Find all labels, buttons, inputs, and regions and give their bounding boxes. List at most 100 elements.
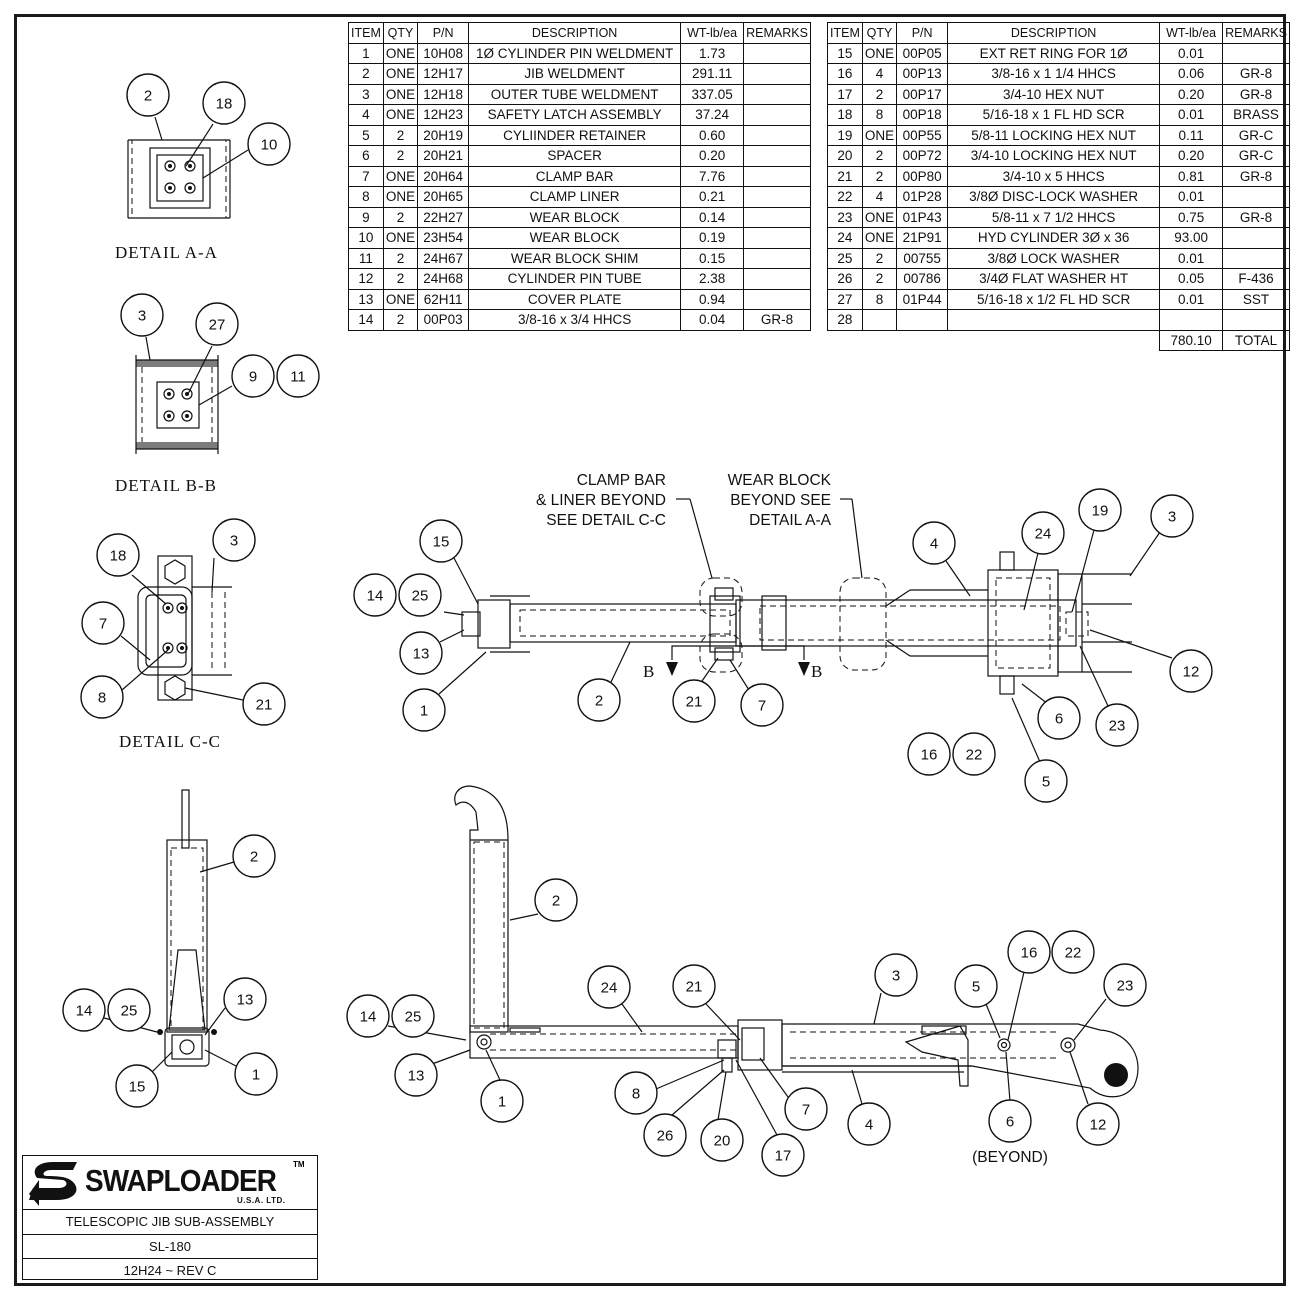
note-wear-block-line3: DETAIL A-A xyxy=(749,512,831,529)
balloon-circle xyxy=(96,533,140,577)
cell-description: SAFETY LATCH ASSEMBLY xyxy=(468,104,682,126)
balloon-circle xyxy=(1021,511,1065,555)
balloon-circle xyxy=(907,732,951,776)
balloon-number: 27 xyxy=(209,317,226,334)
note-beyond: (BEYOND) xyxy=(972,1149,1048,1166)
bom-total-row: 780.10 TOTAL xyxy=(828,329,1290,351)
note-clamp-bar-line3: SEE DETAIL C-C xyxy=(546,512,666,529)
balloon-number: 4 xyxy=(930,536,938,553)
balloon-number: 11 xyxy=(290,369,306,386)
balloon-ev-13: 13 xyxy=(223,977,267,1021)
balloon-ev-14: 14 xyxy=(62,988,106,1032)
balloon-circle xyxy=(988,1099,1032,1143)
cell-description: 1Ø CYLINDER PIN WELDMENT xyxy=(468,42,682,64)
detail-cc-label: DETAIL C-C xyxy=(119,732,221,751)
detail-cc-view xyxy=(120,555,244,701)
detail-aa-view xyxy=(127,116,249,219)
balloon-tv-3: 3 xyxy=(1150,494,1194,538)
cell-weight: 2.38 xyxy=(680,268,745,290)
balloon-circle xyxy=(1169,649,1213,693)
drawing-title: TELESCOPIC JIB SUB-ASSEMBLY xyxy=(23,1210,317,1235)
balloon-number: 15 xyxy=(129,1079,146,1096)
balloon-number: 18 xyxy=(110,548,127,565)
balloon-number: 20 xyxy=(714,1133,731,1150)
cell-pn: 01P44 xyxy=(896,288,949,310)
balloon-number: 23 xyxy=(1109,718,1126,735)
balloon-sv-8: 8 xyxy=(614,1071,658,1115)
bom-table-right: ITEM QTY P/N DESCRIPTION WT-lb/ea REMARK… xyxy=(827,22,1290,351)
balloon-circle xyxy=(954,964,998,1008)
balloon-number: 21 xyxy=(256,697,273,714)
cell-qty: ONE xyxy=(861,124,898,146)
balloon-circle xyxy=(120,293,164,337)
col-weight: WT-lb/ea xyxy=(680,22,745,44)
balloon-circle xyxy=(212,518,256,562)
cell-pn: 00P17 xyxy=(896,83,949,105)
cell-item: 12 xyxy=(348,268,384,290)
cell-pn: 20H65 xyxy=(417,186,470,208)
cell-item: 26 xyxy=(827,268,863,290)
balloon-sv-1: 1 xyxy=(480,1079,524,1123)
balloon-sv-24: 24 xyxy=(587,965,631,1009)
balloon-number: 6 xyxy=(1006,1114,1014,1131)
balloon-number: 6 xyxy=(1055,711,1063,728)
balloon-circle xyxy=(202,81,246,125)
balloon-number: 12 xyxy=(1090,1117,1107,1134)
balloon-tv-22: 22 xyxy=(952,732,996,776)
cell-remarks: GR-C xyxy=(1222,124,1290,146)
balloon-circle xyxy=(952,732,996,776)
model-number: SL-180 xyxy=(23,1235,317,1259)
cell-pn: 20H21 xyxy=(417,145,470,167)
balloon-number: 3 xyxy=(1168,509,1176,526)
balloon-ev-15: 15 xyxy=(115,1064,159,1108)
balloon-circle xyxy=(353,573,397,617)
cell-description: 3/8Ø DISC-LOCK WASHER xyxy=(947,186,1161,208)
balloon-circle xyxy=(276,354,320,398)
note-clamp-bar-line1: CLAMP BAR xyxy=(577,472,666,489)
balloon-number: 14 xyxy=(76,1003,93,1020)
cell-description: JIB WELDMENT xyxy=(468,63,682,85)
balloon-bb-3: 3 xyxy=(120,293,164,337)
balloon-circle xyxy=(419,519,463,563)
balloon-number: 2 xyxy=(250,849,258,866)
cell-qty xyxy=(861,309,898,331)
drawing-sheet-border xyxy=(14,14,1286,1286)
balloon-number: 3 xyxy=(230,533,238,550)
balloon-circle xyxy=(242,682,286,726)
balloon-circle xyxy=(1103,963,1147,1007)
balloon-circle xyxy=(700,1118,744,1162)
table-row: 28 xyxy=(827,309,1290,331)
balloon-number: 10 xyxy=(261,137,278,154)
balloon-sv-23: 23 xyxy=(1103,963,1147,1007)
detail-bb-label: DETAIL B-B xyxy=(115,476,217,495)
cell-pn: 24H67 xyxy=(417,247,470,269)
cell-pn: 12H23 xyxy=(417,104,470,126)
bom-table-left: ITEM QTY P/N DESCRIPTION WT-lb/ea REMARK… xyxy=(348,22,811,331)
balloon-tv-19: 19 xyxy=(1078,488,1122,532)
balloon-number: 17 xyxy=(775,1148,792,1165)
balloon-number: 8 xyxy=(632,1086,640,1103)
balloon-sv-22: 22 xyxy=(1051,930,1095,974)
balloon-cc-3: 3 xyxy=(212,518,256,562)
balloon-sv-26: 26 xyxy=(643,1113,687,1157)
balloon-circle xyxy=(577,678,621,722)
cell-pn: 01P28 xyxy=(896,186,949,208)
total-label: TOTAL xyxy=(1222,329,1290,351)
balloon-circle xyxy=(126,73,170,117)
balloon-tv-2: 2 xyxy=(577,678,621,722)
cell-pn: 00P55 xyxy=(896,124,949,146)
balloon-number: 1 xyxy=(420,703,428,720)
balloon-tv-24: 24 xyxy=(1021,511,1065,555)
col-qty: QTY xyxy=(382,22,419,44)
balloon-circle xyxy=(1150,494,1194,538)
balloon-circle xyxy=(1024,759,1068,803)
